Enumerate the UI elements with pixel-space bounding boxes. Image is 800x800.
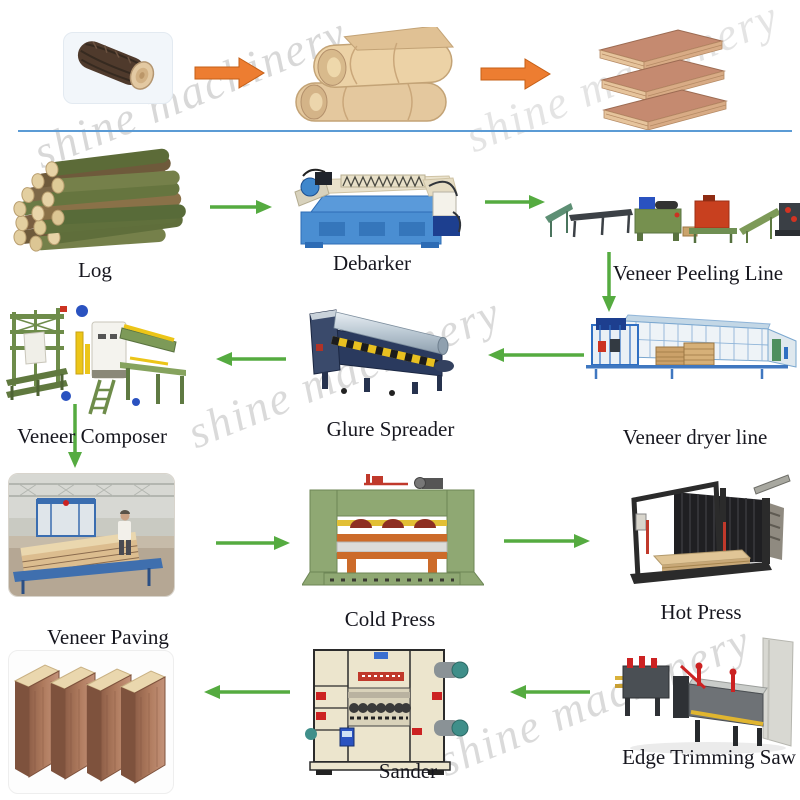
veneer-paving-photo <box>8 473 175 597</box>
stage-label-glue-spreader: Glure Spreader <box>326 417 455 441</box>
green-flow-arrow-left <box>510 685 590 699</box>
green-flow-arrow-right <box>504 534 590 548</box>
cold-press-illustration <box>302 474 484 586</box>
green-flow-arrow-right <box>210 200 272 214</box>
stage-label-log: Log <box>78 258 112 282</box>
veneer-peeling-line-illustration <box>545 195 800 243</box>
green-flow-arrow-right <box>216 536 290 550</box>
veneer-dryer-line-illustration <box>586 314 797 379</box>
green-flow-arrow-down <box>68 404 82 468</box>
logs-pile-illustration <box>13 148 186 252</box>
stage-label-edge-saw: Edge Trimming Saw <box>622 745 796 769</box>
plywood-boards-photo <box>8 650 174 794</box>
hot-press-illustration <box>630 474 791 584</box>
green-flow-arrow-right <box>485 195 545 209</box>
green-flow-arrow-left <box>216 352 286 366</box>
stage-label-composer: Veneer Composer <box>17 424 167 448</box>
plywood-stack-illustration <box>598 29 727 130</box>
green-flow-arrow-down <box>602 252 616 312</box>
log-product-photo <box>63 32 173 104</box>
stage-label-dryer-line: Veneer dryer line <box>622 425 768 449</box>
stage-label-debarker: Debarker <box>332 251 412 275</box>
green-flow-arrow-left <box>488 348 584 362</box>
sander-illustration <box>305 649 469 775</box>
veneer-rolls-illustration <box>295 27 455 122</box>
green-flow-arrow-left <box>204 685 290 699</box>
divider-line <box>18 130 792 132</box>
orange-flow-arrow <box>480 58 551 90</box>
single-log-illustration <box>77 41 155 90</box>
veneer-composer-illustration <box>6 305 186 415</box>
edge-trimming-saw-illustration <box>615 637 794 754</box>
stage-label-cold-press: Cold Press <box>344 607 436 631</box>
debarker-illustration <box>294 168 462 248</box>
stage-label-sander: Sander <box>378 759 438 783</box>
stage-label-hot-press: Hot Press <box>660 600 742 624</box>
orange-flow-arrow <box>194 57 265 89</box>
glue-spreader-illustration <box>309 309 454 396</box>
stage-label-peeling-line: Veneer Peeling Line <box>612 261 784 285</box>
stage-label-paving: Veneer Paving <box>47 625 169 649</box>
